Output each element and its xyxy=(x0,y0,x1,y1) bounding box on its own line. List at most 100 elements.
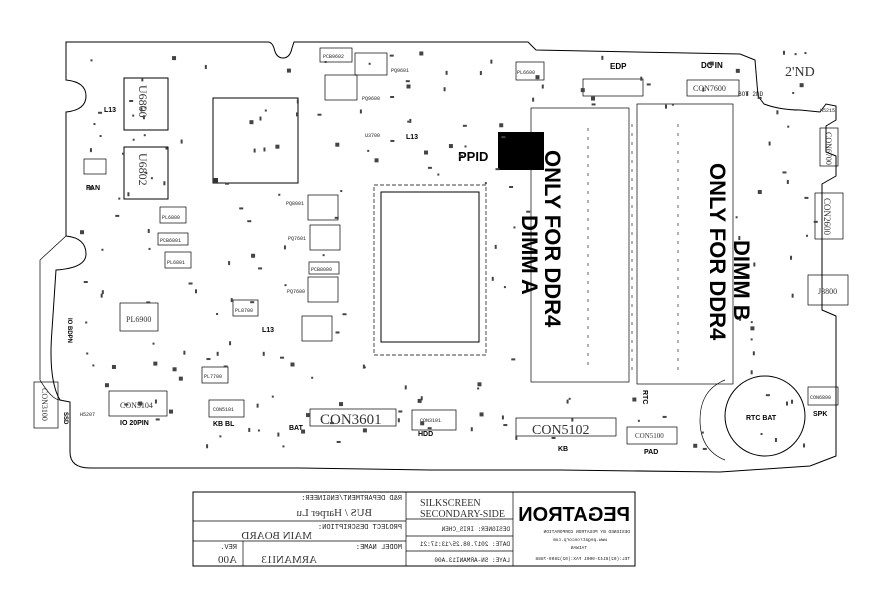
smd-pad xyxy=(194,289,197,294)
u6802-chip xyxy=(123,146,169,200)
dimm-b-socket xyxy=(636,103,734,385)
smd-pad xyxy=(253,148,256,153)
smd-pad xyxy=(277,432,280,437)
smd-pad xyxy=(390,139,395,142)
smd-pad xyxy=(470,427,473,432)
smd-pad xyxy=(580,88,585,93)
pl7700-label: PL7700 xyxy=(204,374,222,380)
l13-label-a: L13 xyxy=(104,107,116,114)
smd-pad xyxy=(509,186,514,189)
smd-pad xyxy=(122,152,125,155)
smd-pad xyxy=(448,144,453,149)
io-20pin-label: IO 20PIN xyxy=(120,420,149,427)
smd-pad xyxy=(701,431,704,434)
con7600-box xyxy=(686,79,740,97)
smd-pad xyxy=(101,290,104,295)
smd-pad xyxy=(257,429,260,432)
smd-pad xyxy=(251,253,256,258)
smd-pad xyxy=(591,96,596,101)
smd-pad xyxy=(792,91,795,94)
rev-label: REV. xyxy=(220,544,237,552)
l13-label-c: L13 xyxy=(262,327,274,334)
smd-pad xyxy=(477,387,480,390)
con6800-box xyxy=(807,386,839,406)
smd-pad xyxy=(249,120,254,125)
dimm-a-socket xyxy=(530,107,630,383)
smd-pad xyxy=(115,214,120,217)
smd-pad xyxy=(99,135,102,138)
smd-pad xyxy=(339,402,344,407)
con2600-box xyxy=(814,192,844,240)
edp-label: EDP xyxy=(610,62,627,71)
smd-pad xyxy=(101,248,104,251)
smd-pad xyxy=(806,234,809,237)
smd-pad xyxy=(98,111,103,114)
smd-pad xyxy=(132,138,135,141)
smd-pad xyxy=(782,50,785,55)
smd-pad xyxy=(250,301,255,304)
u6802-label: U6802 xyxy=(136,153,150,186)
smd-pad xyxy=(259,116,262,121)
smd-pad xyxy=(317,113,322,116)
smd-pad xyxy=(85,321,88,324)
smd-pad xyxy=(262,351,265,356)
ssd-label: SSD xyxy=(62,412,68,425)
smd-pad xyxy=(89,148,92,153)
silkscreen-line1: SILKSCREEN xyxy=(420,498,481,509)
pl8700-label: PL8700 xyxy=(235,308,253,314)
smd-pad xyxy=(141,77,144,82)
smd-pad xyxy=(374,158,379,163)
smd-pad xyxy=(735,216,738,219)
smd-pad xyxy=(424,150,429,155)
side-label: 2'ND xyxy=(785,65,815,80)
smd-pad xyxy=(367,149,370,152)
smd-pad xyxy=(256,403,259,408)
smd-pad xyxy=(178,376,183,381)
smd-pad xyxy=(532,97,535,102)
pl6900-label: PL6900 xyxy=(126,315,151,324)
smd-pad xyxy=(786,401,789,406)
smd-pad xyxy=(152,342,155,345)
smd-pad xyxy=(526,210,531,213)
smd-pad xyxy=(140,107,143,112)
smd-pad xyxy=(165,147,168,150)
kb-label: KB xyxy=(558,446,568,453)
smd-pad xyxy=(183,350,186,355)
pl6900-box xyxy=(119,302,159,332)
pl6800-label: PL6800 xyxy=(162,215,180,221)
smd-pad xyxy=(420,421,425,426)
smd-pad xyxy=(335,142,340,147)
smd-pad xyxy=(774,437,777,442)
smd-pad xyxy=(708,62,711,65)
dimm-b-line2: DIMM B xyxy=(729,240,754,321)
smd-pad xyxy=(464,145,467,148)
smd-pad xyxy=(746,91,749,96)
smd-pad xyxy=(515,435,518,440)
smd-pad xyxy=(739,318,742,321)
smd-pad xyxy=(143,134,146,137)
smd-pad xyxy=(389,54,394,57)
smd-pad xyxy=(311,376,314,379)
ppid-label: PPID xyxy=(458,149,488,164)
designer: DESIGNER: IRIS_CHEN xyxy=(441,526,510,533)
smd-pad xyxy=(735,68,740,73)
smd-pad xyxy=(503,424,508,427)
pq7600-label: PQ7600 xyxy=(287,289,305,295)
smd-pad xyxy=(155,418,160,421)
smd-pad xyxy=(342,313,347,316)
smd-pad xyxy=(284,284,287,287)
layout: LAYE: SN-ARMANI13.A00 xyxy=(434,557,510,564)
smd-pad xyxy=(188,282,193,285)
smd-pad xyxy=(206,358,211,361)
smd-pad xyxy=(219,435,222,438)
con5100-box xyxy=(626,426,678,445)
smd-pad xyxy=(768,141,771,146)
smd-pad xyxy=(459,155,464,158)
con6800-label: CON6800 xyxy=(810,395,831,401)
smd-pad xyxy=(406,84,411,89)
smd-pad xyxy=(290,362,295,367)
smd-pad xyxy=(479,71,482,76)
smd-pad xyxy=(390,95,395,98)
smd-pad xyxy=(513,226,516,229)
smd-pad xyxy=(637,419,640,422)
